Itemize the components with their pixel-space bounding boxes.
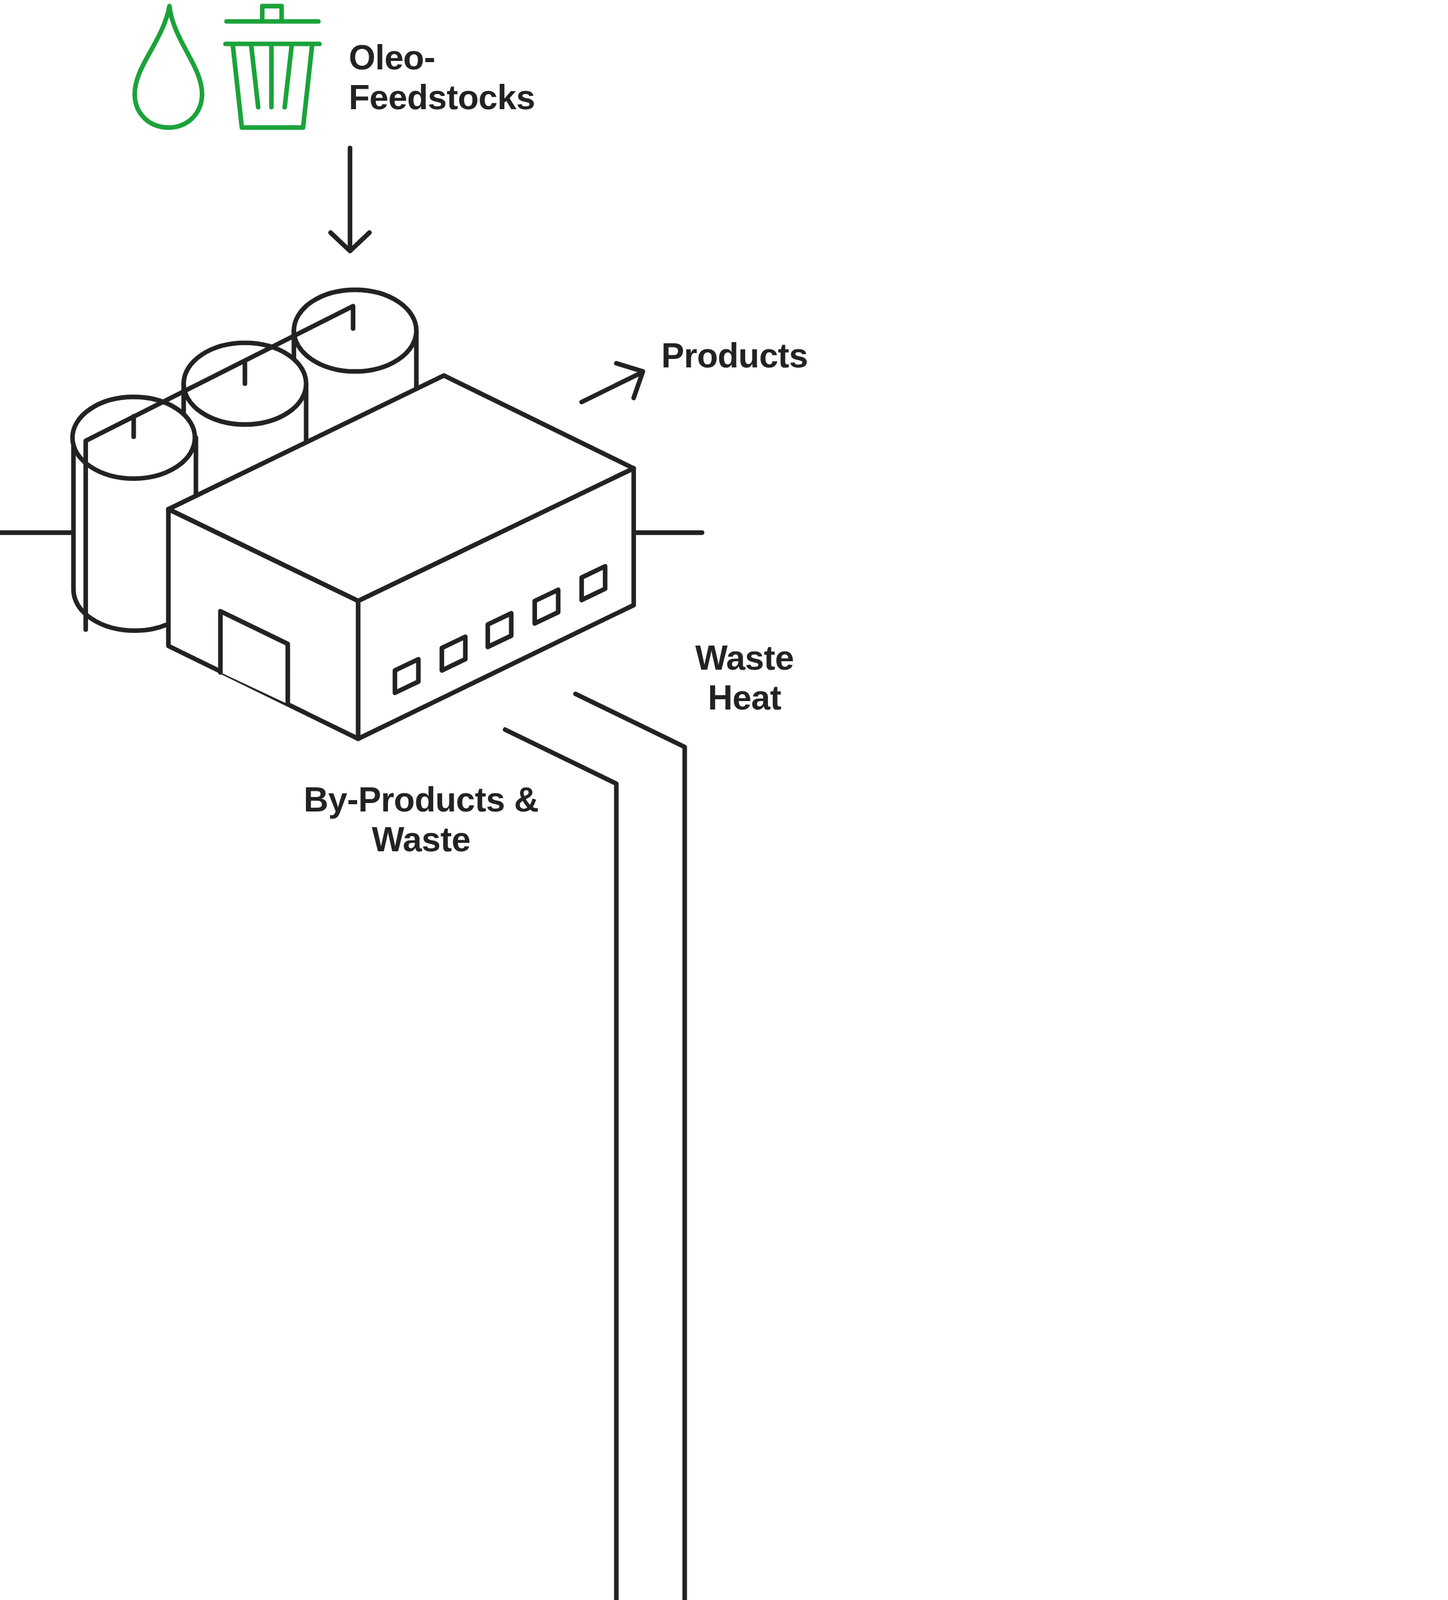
oil-drop-icon: [134, 6, 203, 128]
factory-window: [441, 636, 466, 671]
feedstock-icons: [134, 6, 320, 128]
input-arrow: [330, 147, 370, 251]
pipe-left: [0, 530, 74, 536]
factory-building: [168, 375, 634, 739]
waste-bin-icon: [225, 6, 320, 128]
factory-door: [220, 611, 288, 705]
factory-window: [395, 659, 419, 694]
products-arrow: [581, 363, 643, 402]
factory-window: [534, 590, 559, 624]
pipe-right: [633, 530, 702, 536]
factory-window: [487, 612, 512, 647]
input-label: Oleo- Feedstocks: [348, 37, 578, 118]
waste-heat-line: [575, 693, 685, 1600]
output-label: Waste Heat: [672, 637, 817, 718]
output-label: By-Products & Waste: [294, 779, 548, 860]
output-label: Products: [661, 335, 915, 376]
by-products-line: [504, 729, 617, 1600]
factory-window: [581, 566, 606, 601]
